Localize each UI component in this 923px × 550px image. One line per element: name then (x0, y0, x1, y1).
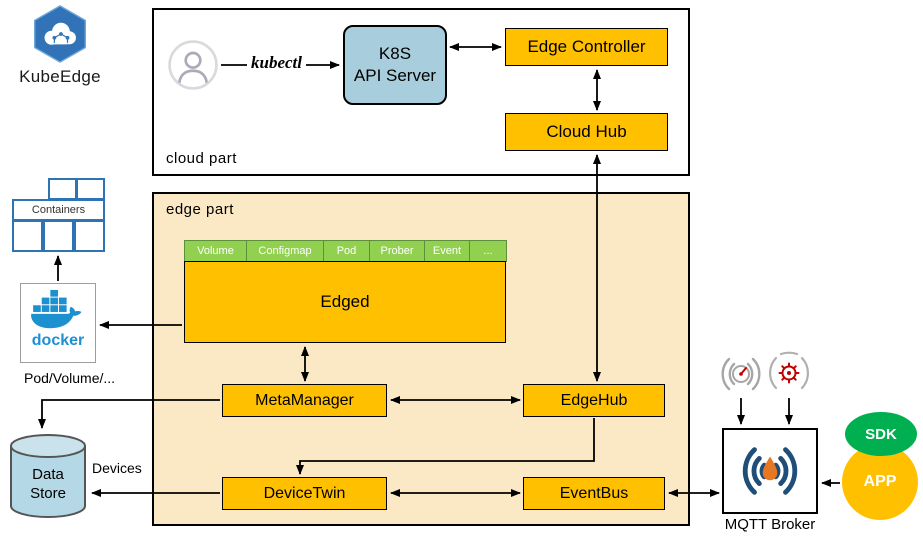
data-store-line1: Data (32, 466, 64, 483)
sdk-node: SDK (845, 412, 917, 456)
api-server-line2: API Server (353, 66, 437, 85)
kubectl-label: kubectl (247, 53, 306, 73)
k8s-api-server-node: K8S API Server (343, 25, 447, 105)
pod-volume-label: Pod/Volume/... (24, 370, 116, 386)
app-node: APP (842, 444, 918, 520)
data-store-node: Data Store (8, 432, 88, 520)
container-box (74, 220, 105, 252)
gauge-sensor-icon (719, 352, 763, 396)
cloud-hub-node: Cloud Hub (505, 113, 668, 151)
api-server-line1: K8S (378, 43, 412, 63)
gear-sensor-icon (766, 350, 812, 396)
edged-node: Edged (184, 261, 506, 343)
edge-part-label: edge part (166, 201, 234, 218)
docker-label: docker (31, 332, 85, 349)
containers-label: Containers (12, 199, 105, 221)
broadcast-signal-icon (742, 447, 798, 495)
edgehub-node: EdgeHub (523, 384, 665, 417)
mqtt-broker-label: MQTT Broker (724, 516, 816, 533)
devices-label: Devices (92, 460, 142, 476)
containers-icon: Containers (12, 178, 105, 252)
container-box (43, 220, 74, 252)
container-box (48, 178, 77, 200)
edge-controller-node: Edge Controller (505, 28, 668, 66)
kubeedge-logo: KubeEdge (12, 4, 108, 87)
docker-whale-icon (31, 289, 82, 329)
metamanager-node: MetaManager (222, 384, 387, 417)
user-icon (168, 40, 218, 90)
edged-tab-pod: Pod (323, 240, 370, 262)
eventbus-node: EventBus (523, 477, 665, 510)
mqtt-broker-node (722, 428, 818, 514)
data-store-line2: Store (30, 484, 66, 502)
edged-tab-volume: Volume (184, 240, 247, 262)
kubeedge-logo-icon (33, 5, 87, 63)
kubeedge-logo-label: KubeEdge (19, 67, 101, 86)
container-box (76, 178, 105, 200)
cloud-part-label: cloud part (166, 150, 237, 167)
docker-node: docker (20, 283, 96, 363)
container-box (12, 220, 43, 252)
devicetwin-node: DeviceTwin (222, 477, 387, 510)
database-cylinder-icon (10, 434, 86, 518)
edged-tab-more: ... (469, 240, 507, 262)
edged-tab-event: Event (424, 240, 470, 262)
edged-module-tabs: Volume Configmap Pod Prober Event ... (184, 240, 507, 262)
edged-tab-configmap: Configmap (246, 240, 324, 262)
edged-tab-prober: Prober (369, 240, 425, 262)
